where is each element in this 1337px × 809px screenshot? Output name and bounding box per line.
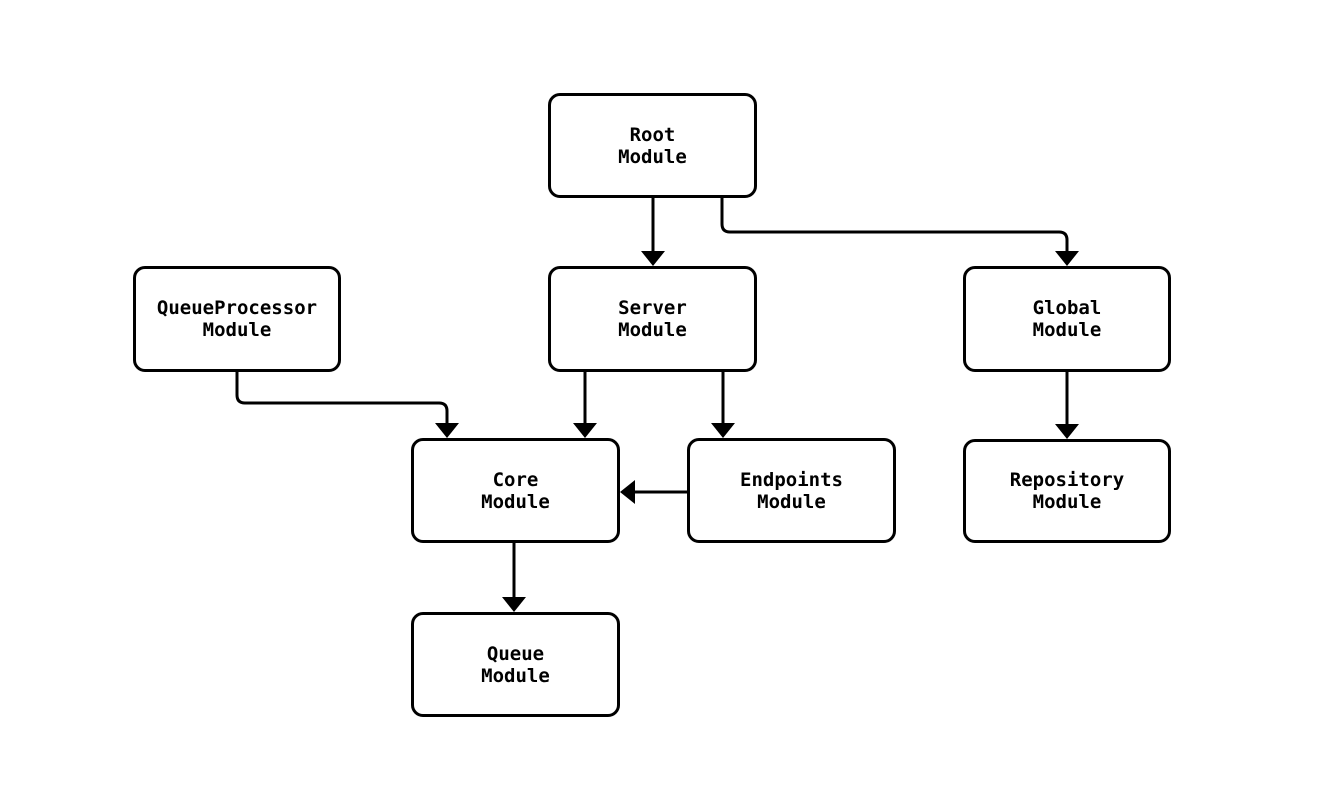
arrowhead-queueprocessor-to-core: [435, 423, 459, 438]
node-root-module: Root Module: [548, 93, 757, 198]
node-endpoints-module: Endpoints Module: [687, 438, 896, 543]
node-core-module: Core Module: [411, 438, 620, 543]
node-server-module: Server Module: [548, 266, 757, 372]
node-repository-label: Repository Module: [1009, 469, 1125, 513]
arrowhead-root-to-global: [1055, 251, 1079, 266]
node-queueprocessor-module: QueueProcessor Module: [133, 266, 341, 372]
arrowhead-root-to-server: [641, 251, 665, 266]
node-queue-label: Queue Module: [481, 642, 550, 687]
node-queue-module: Queue Module: [411, 612, 620, 717]
node-core-label: Core Module: [481, 468, 550, 513]
arrowhead-endpoints-to-core: [620, 480, 635, 504]
arrowhead-server-to-core: [573, 423, 597, 438]
arrowhead-core-to-queue: [502, 597, 526, 612]
edge-queueprocessor-to-core: [235, 372, 449, 423]
node-global-module: Global Module: [963, 266, 1171, 372]
node-global-label: Global Module: [1032, 297, 1102, 341]
node-endpoints-label: Endpoints Module: [740, 468, 843, 513]
node-server-label: Server Module: [618, 297, 687, 341]
node-root-label: Root Module: [618, 123, 687, 168]
node-queueprocessor-label: QueueProcessor Module: [156, 297, 318, 341]
edge-root-to-global: [720, 198, 1069, 251]
arrowhead-global-to-repository: [1055, 424, 1079, 439]
arrowhead-server-to-endpoints: [711, 423, 735, 438]
node-repository-module: Repository Module: [963, 439, 1171, 543]
